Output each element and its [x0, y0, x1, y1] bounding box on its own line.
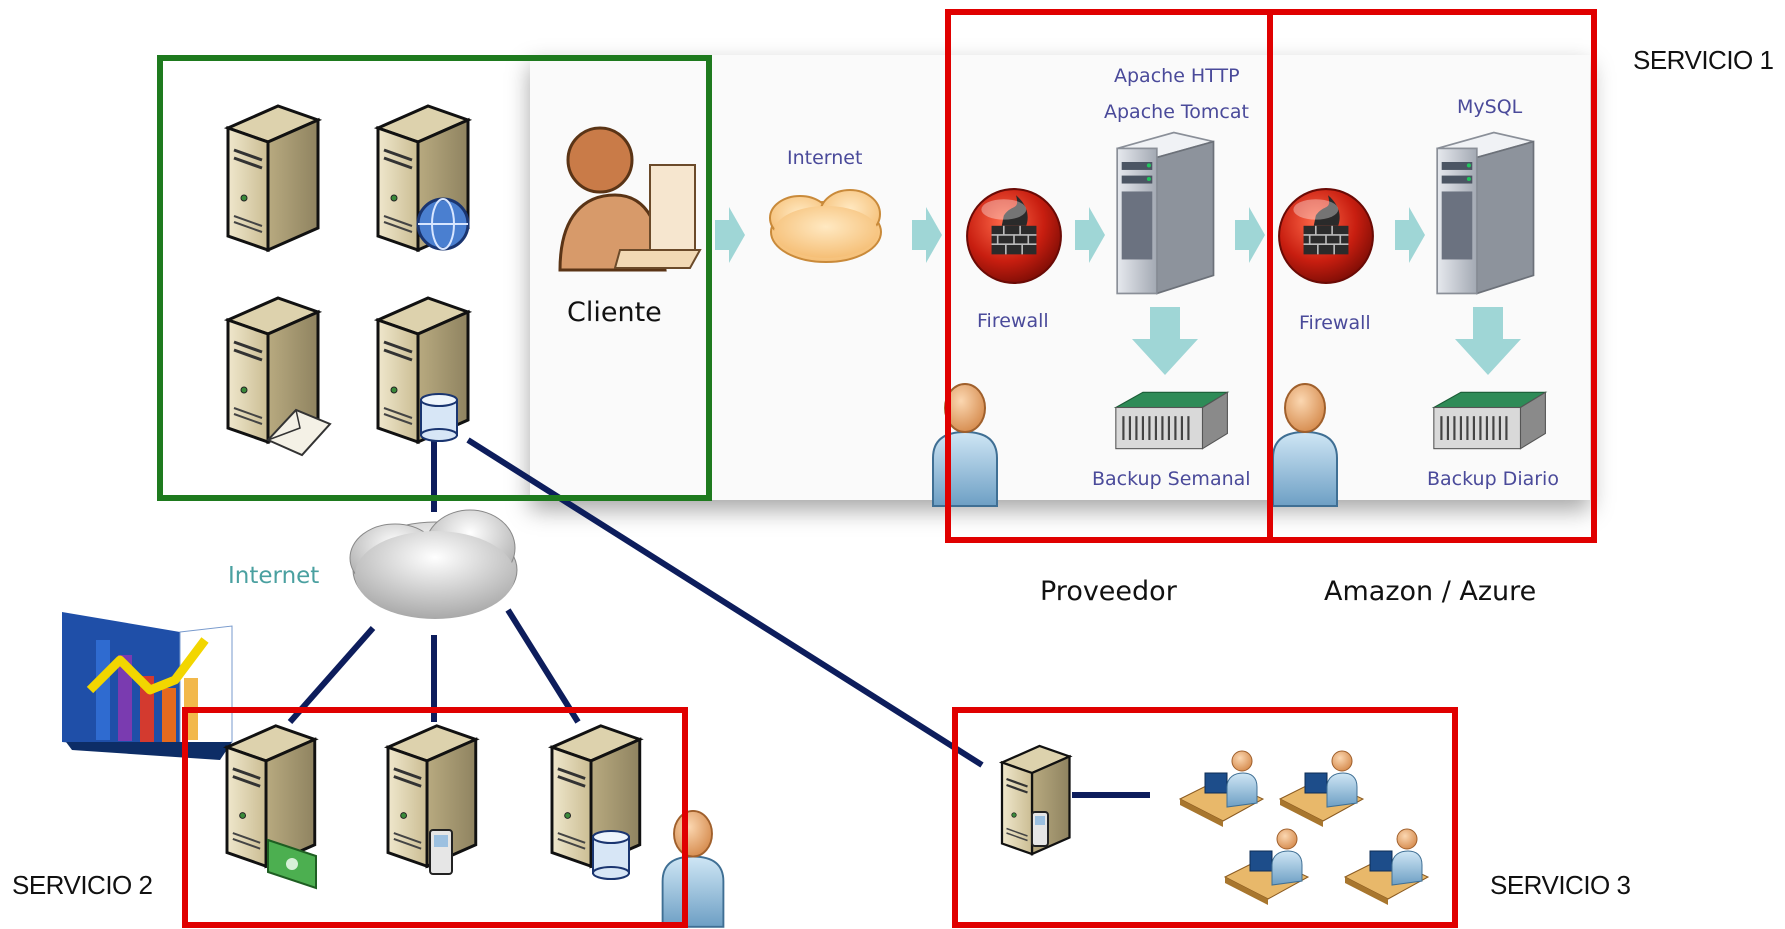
- cliente-illustration: [558, 126, 702, 272]
- internet-cloud-gray: [349, 509, 518, 619]
- internet-top-label: Internet: [787, 147, 863, 169]
- firewall-icon: [966, 188, 1062, 284]
- flow-arrow-5: [1395, 207, 1425, 263]
- mysql-label: MySQL: [1457, 96, 1523, 118]
- apache-server-rack-icon: [1116, 131, 1215, 295]
- down-arrow-icon: [1455, 307, 1521, 375]
- apache-http-label: Apache HTTP: [1114, 65, 1240, 87]
- database-icon: [420, 393, 458, 442]
- flow-arrow-4: [1235, 207, 1265, 263]
- mobile-phone-icon: [429, 829, 453, 875]
- user-workstation-icon: [1224, 828, 1309, 905]
- link-cloud-to-servidor-3: [505, 608, 581, 724]
- link-cloud-to-servidor-1: [287, 626, 376, 724]
- down-arrow-icon: [1132, 307, 1198, 375]
- flow-arrow-2: [912, 207, 942, 263]
- connectors: [287, 432, 1150, 798]
- proveedor-person-icon: [932, 383, 998, 507]
- backup-diario-icon: [1432, 391, 1547, 450]
- servicio-1-label: SERVICIO 1: [1633, 45, 1774, 75]
- amazon-azure-group-box: [1267, 9, 1597, 543]
- backup-semanal-icon: [1114, 391, 1229, 450]
- money-icon: [267, 838, 317, 890]
- servicio-2-group-box: [182, 707, 688, 928]
- servicio-2-label: SERVICIO 2: [12, 870, 153, 900]
- envelope-icon: [266, 408, 332, 457]
- servicio-3-group-box: [952, 707, 1458, 928]
- cliente-label: Cliente: [567, 297, 662, 328]
- internet-cloud-orange: [769, 189, 882, 263]
- backup-semanal-label: Backup Semanal: [1092, 468, 1251, 490]
- backup-diario-label: Backup Diario: [1427, 468, 1559, 490]
- firewall-proveedor-label: Firewall: [977, 310, 1049, 332]
- chart-illustration-icon: [62, 612, 233, 760]
- apache-tomcat-label: Apache Tomcat: [1104, 101, 1249, 123]
- globe-icon: [416, 197, 470, 251]
- flow-arrow-1: [715, 207, 745, 263]
- cliente-group-box: [157, 55, 712, 501]
- servicio-3-label: SERVICIO 3: [1490, 870, 1631, 900]
- flow-arrow-3: [1075, 207, 1105, 263]
- user-workstation-icon: [1279, 750, 1364, 827]
- mobile-phone-icon: [1031, 811, 1049, 847]
- servicio-2-person-icon: [661, 809, 725, 928]
- firewall-amazon-label: Firewall: [1299, 312, 1371, 334]
- amazon-person-icon: [1272, 383, 1338, 507]
- database-icon: [592, 830, 630, 880]
- server-icon: [226, 104, 320, 252]
- firewall-icon: [1278, 188, 1374, 284]
- user-workstation-icon: [1344, 828, 1429, 905]
- internet-bottom-label: Internet: [228, 563, 320, 589]
- user-workstation-icon: [1179, 750, 1264, 827]
- link-db-server-to-servicio-3: [466, 437, 984, 768]
- proveedor-label: Proveedor: [1040, 576, 1177, 607]
- amazon-azure-label: Amazon / Azure: [1324, 576, 1537, 607]
- mysql-server-rack-icon: [1436, 131, 1535, 295]
